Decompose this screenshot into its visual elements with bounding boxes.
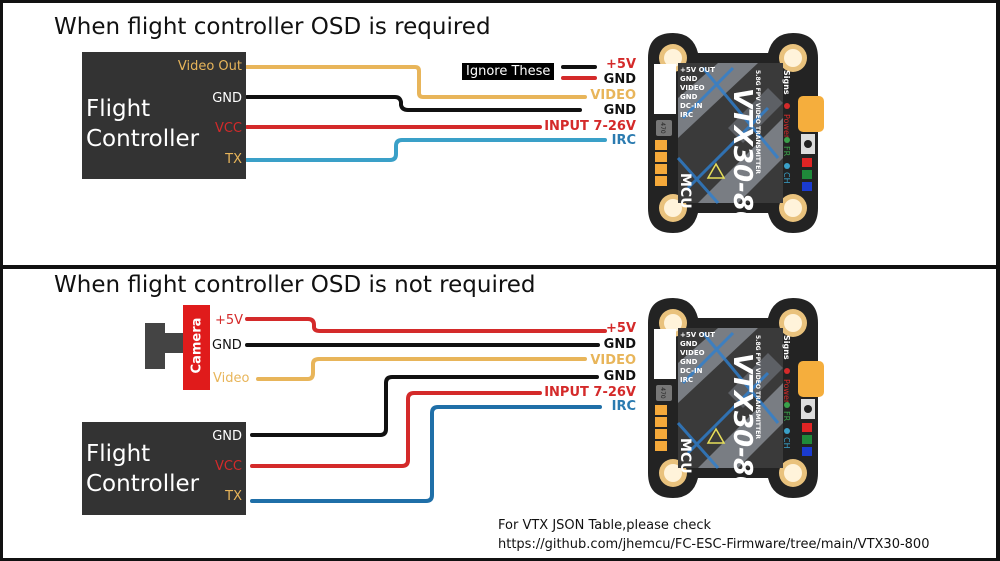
svg-text:IRC: IRC: [680, 111, 693, 119]
svg-text:CH: CH: [782, 172, 791, 184]
vtx1-label-irc: IRC: [611, 133, 636, 148]
footnote-link[interactable]: https://github.com/jhemcu/FC-ESC-Firmwar…: [498, 537, 930, 552]
svg-text:470: 470: [659, 387, 666, 399]
fc2-pin-vcc: VCC: [214, 459, 242, 474]
fc2-pin-tx: TX: [225, 489, 242, 504]
wire-tx-1: [245, 138, 607, 162]
svg-text:470: 470: [659, 122, 666, 134]
fc-pin-gnd: GND: [212, 91, 242, 106]
vtx1-label-video: VIDEO: [590, 88, 636, 103]
fc2-name-line1: Flight: [86, 441, 151, 467]
vtx2-label-gnd-a: GND: [603, 337, 636, 352]
camera: Camera: [145, 305, 210, 390]
ignore-these-label: Ignore These: [462, 63, 555, 80]
camera-body: [183, 305, 210, 390]
fc-pin-video-out: Video Out: [177, 59, 242, 74]
svg-text:Signs: Signs: [782, 335, 791, 360]
svg-text:GND: GND: [680, 358, 698, 366]
fc-name-line1: Flight: [86, 96, 151, 122]
cam-pin-5v: +5V: [215, 313, 244, 328]
svg-text:DC-IN: DC-IN: [680, 102, 703, 110]
vtx1-label-gnd-b: GND: [603, 103, 636, 118]
vtx-model: VTX30-800: [727, 88, 757, 238]
svg-text:+5V OUT: +5V OUT: [680, 66, 715, 74]
svg-text:MCU: MCU: [677, 438, 693, 474]
fc-pin-vcc: VCC: [214, 121, 242, 136]
svg-text:DC-IN: DC-IN: [680, 367, 703, 375]
camera-lens-mount: [163, 333, 183, 353]
section1-title: When flight controller OSD is required: [54, 14, 491, 40]
svg-text:Power: Power: [782, 114, 791, 139]
flight-controller-2: Flight Controller GND VCC TX: [82, 422, 246, 515]
wire-fc-vcc: [250, 391, 542, 468]
wire-cam-video: [256, 357, 587, 381]
wire-fc-gnd: [250, 375, 599, 437]
svg-text:VIDEO: VIDEO: [680, 349, 705, 357]
svg-text:FR: FR: [782, 411, 791, 422]
svg-text:VIDEO: VIDEO: [680, 84, 705, 92]
camera-lens-back: [145, 323, 165, 369]
cam-pin-video: Video: [213, 371, 250, 386]
vtx1-label-input: INPUT 7-26V: [544, 119, 636, 134]
vtx2-label-5v: +5V: [606, 321, 636, 336]
svg-text:Power: Power: [782, 379, 791, 404]
svg-text:FR: FR: [782, 146, 791, 157]
vtx2-label-video: VIDEO: [590, 353, 636, 368]
fc-name-line2: Controller: [86, 126, 200, 152]
svg-text:Signs: Signs: [782, 70, 791, 95]
section2-title: When flight controller OSD is not requir…: [54, 272, 536, 298]
section-divider: [0, 265, 1000, 269]
vtx-board-1: 470 +5V OUT GND VIDEO GND DC-IN IRC VTX3…: [648, 33, 824, 238]
camera-label: Camera: [189, 317, 205, 374]
vtx2-label-irc: IRC: [611, 399, 636, 414]
wire-gnd-1: [245, 95, 582, 112]
fc-pin-tx: TX: [225, 152, 242, 167]
vtx2-label-input: INPUT 7-26V: [544, 385, 636, 400]
wire-video-1: [245, 65, 587, 99]
vtx1-label-5v: +5V: [606, 57, 636, 72]
svg-text:GND: GND: [680, 75, 698, 83]
cam-pin-gnd: GND: [212, 338, 242, 353]
fc2-pin-gnd: GND: [212, 429, 242, 444]
svg-text:VTX30-800: VTX30-800: [727, 353, 757, 503]
fc2-name-line2: Controller: [86, 471, 200, 497]
svg-text:CH: CH: [782, 437, 791, 449]
wire-cam-5v: [245, 317, 607, 333]
svg-text:5.8G FPV VIDEO TRANSMITTER: 5.8G FPV VIDEO TRANSMITTER: [754, 70, 761, 174]
footnote-line1: For VTX JSON Table,please check: [498, 518, 712, 533]
vtx1-label-gnd-a: GND: [603, 72, 636, 87]
svg-text:IRC: IRC: [680, 376, 693, 384]
svg-text:GND: GND: [680, 93, 698, 101]
svg-text:5.8G FPV VIDEO TRANSMITTER: 5.8G FPV VIDEO TRANSMITTER: [754, 335, 761, 439]
flight-controller-1: Flight Controller Video Out GND VCC TX: [82, 52, 246, 179]
wire-fc-tx: [250, 405, 602, 503]
svg-text:GND: GND: [680, 340, 698, 348]
vtx2-label-gnd-b: GND: [603, 369, 636, 384]
vtx-board-2: 470 +5V OUT GND VIDEO GND DC-IN IRC VTX3…: [648, 298, 824, 503]
svg-text:+5V OUT: +5V OUT: [680, 331, 715, 339]
svg-text:MCU: MCU: [677, 173, 693, 209]
